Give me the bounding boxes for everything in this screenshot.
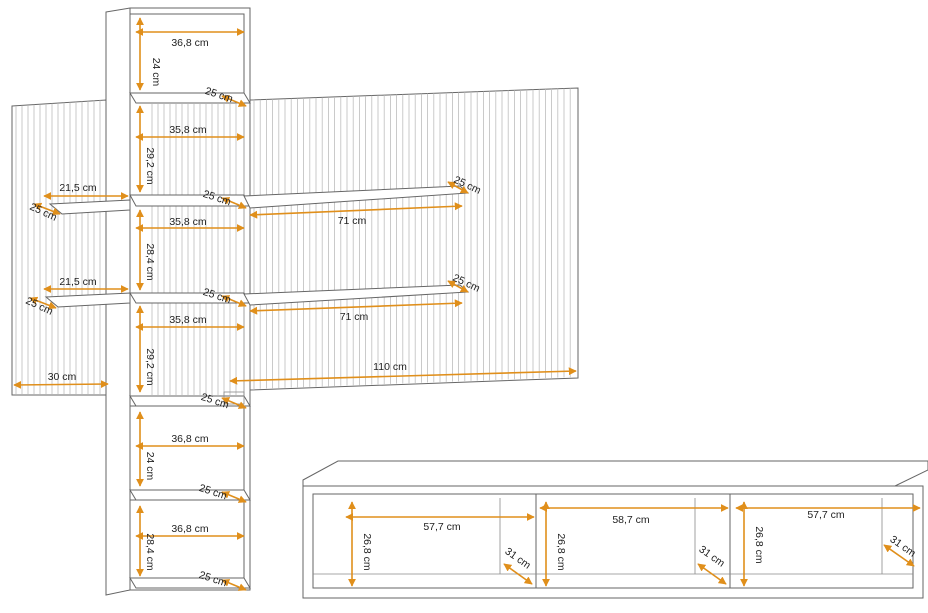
label-tv-width-2: 58,7 cm [612, 514, 650, 526]
arrow-tv-depth-1 [503, 563, 533, 585]
label-tower-depth-4: 25 cm [199, 391, 230, 411]
label-tower-lower-width-2: 36,8 cm [171, 523, 209, 535]
arrow-tv-depth-3 [883, 544, 915, 567]
arrow-right-shelf-depth-2 [447, 280, 469, 293]
label-tower-lower-width-1: 36,8 cm [171, 433, 209, 445]
right-panel-slats [253, 88, 571, 389]
arrow-left-shelf-depth-2 [29, 296, 57, 310]
arrow-left-shelf-depth-1 [33, 202, 61, 216]
label-tv-height-1: 26,8 cm [361, 533, 373, 571]
label-tower-mid-height-1: 29,2 cm [144, 147, 156, 185]
left-panel-slats [15, 100, 101, 394]
arrow-tv-depth-2 [697, 563, 727, 585]
label-tower-lower-height-1: 24 cm [144, 452, 156, 481]
label-tower-top-height: 24 cm [150, 58, 162, 87]
label-left-shelf-width-2: 21,5 cm [59, 276, 97, 288]
arrow-tower-depth-5 [221, 491, 247, 503]
label-tower-inner-width-1: 35,8 cm [169, 124, 207, 136]
label-right-panel-width: 110 cm [373, 361, 407, 373]
label-tower-lower-height-2: 28,4 cm [144, 533, 156, 571]
left-slat-panel [11, 99, 107, 396]
label-tv-height-3: 26,8 cm [753, 526, 765, 564]
label-tower-mid-height-3: 29,2 cm [144, 348, 156, 386]
arrow-tower-depth-2 [221, 197, 247, 209]
label-tv-width-3: 57,7 cm [807, 509, 845, 521]
arrow-right-panel-width [229, 367, 577, 385]
label-left-panel-width: 30 cm [48, 371, 77, 383]
label-left-shelf-width-1: 21,5 cm [59, 182, 97, 194]
arrow-right-shelf-width-2 [249, 299, 463, 315]
arrow-tower-depth-6 [221, 579, 247, 591]
label-tv-depth-3: 31 cm [888, 533, 919, 559]
arrow-tower-depth-1 [221, 95, 247, 107]
arrow-tower-depth-4 [221, 397, 247, 409]
dimension-arrows [13, 17, 921, 591]
right-slat-panel [249, 87, 579, 391]
arrow-left-panel-width [13, 380, 109, 389]
label-tv-height-2: 26,8 cm [555, 533, 567, 571]
label-tv-depth-1: 31 cm [503, 545, 534, 571]
label-tower-top-width: 36,8 cm [171, 37, 209, 49]
right-shelves [243, 185, 470, 306]
left-shelves [44, 199, 131, 308]
label-tower-mid-height-2: 28,4 cm [144, 243, 156, 281]
arrow-right-shelf-width-1 [249, 202, 463, 219]
arrow-right-shelf-depth-1 [447, 181, 469, 194]
arrow-tower-depth-3 [221, 295, 247, 307]
label-tower-inner-width-2: 35,8 cm [169, 216, 207, 228]
tower-slats [151, 104, 237, 395]
label-right-shelf-width-2: 71 cm [340, 311, 369, 323]
label-tower-inner-width-3: 35,8 cm [169, 314, 207, 326]
label-tv-width-1: 57,7 cm [423, 521, 461, 533]
tv-stand [302, 460, 928, 599]
label-right-shelf-width-1: 71 cm [338, 215, 367, 227]
